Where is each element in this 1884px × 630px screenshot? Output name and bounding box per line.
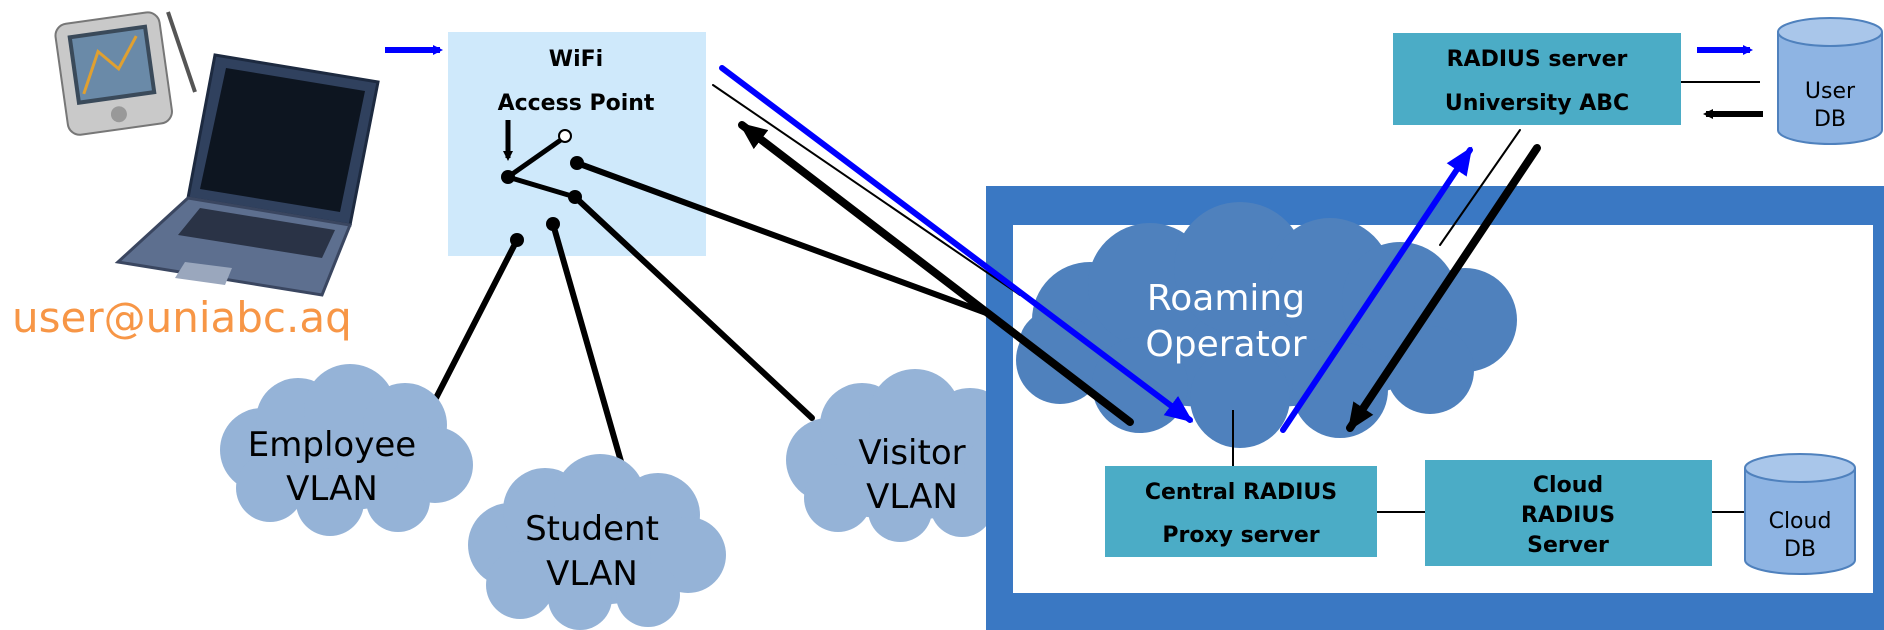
central-proxy-label-1: Central RADIUS xyxy=(1145,480,1337,505)
roaming-label-1: Roaming xyxy=(1147,278,1305,319)
cloud-radius-label-1: Cloud xyxy=(1533,473,1603,498)
student-vlan-label-1: Student xyxy=(525,509,659,549)
cloud-db: Cloud DB xyxy=(1744,453,1856,575)
visitor-vlan-label-2: VLAN xyxy=(866,477,958,517)
cloud-db-label-2: DB xyxy=(1784,537,1816,562)
cloud-radius-label-3: Server xyxy=(1527,533,1609,558)
radius-server-university: RADIUS server University ABC xyxy=(1393,33,1681,125)
user-db-label-1: User xyxy=(1805,79,1856,104)
authentication-flow-lines xyxy=(712,65,1541,433)
central-proxy-label-2: Proxy server xyxy=(1162,523,1319,548)
employee-vlan-cloud: Employee VLAN xyxy=(220,364,473,536)
cloud-radius-server: Cloud RADIUS Server xyxy=(1425,460,1712,566)
user-email: user@uniabc.aq xyxy=(12,293,352,342)
laptop-and-pda-icon xyxy=(54,11,380,297)
employee-vlan-label-2: VLAN xyxy=(286,469,378,509)
vlan-links xyxy=(432,156,1003,468)
visitor-vlan-cloud xyxy=(786,369,1036,542)
ap-title: WiFi xyxy=(549,47,603,72)
student-vlan-cloud: Student VLAN xyxy=(468,454,726,630)
roaming-label-2: Operator xyxy=(1145,324,1306,365)
radius-uni-label-2: University ABC xyxy=(1445,91,1629,116)
visitor-vlan-label-1: Visitor xyxy=(858,433,965,473)
central-radius-proxy-server: Central RADIUS Proxy server xyxy=(1105,466,1377,557)
cloud-radius-label-2: RADIUS xyxy=(1521,503,1615,528)
user-db-label-2: DB xyxy=(1814,107,1846,132)
cloud-db-label-1: Cloud xyxy=(1769,509,1832,534)
frame-connectors xyxy=(1232,410,1745,513)
radius-uni-label-1: RADIUS server xyxy=(1447,47,1628,72)
employee-vlan-label-1: Employee xyxy=(248,425,416,465)
student-vlan-label-2: VLAN xyxy=(546,554,638,594)
user-db: User DB xyxy=(1777,17,1883,145)
wifi-access-point: WiFi Access Point xyxy=(448,32,706,256)
ap-subtitle: Access Point xyxy=(498,91,655,116)
